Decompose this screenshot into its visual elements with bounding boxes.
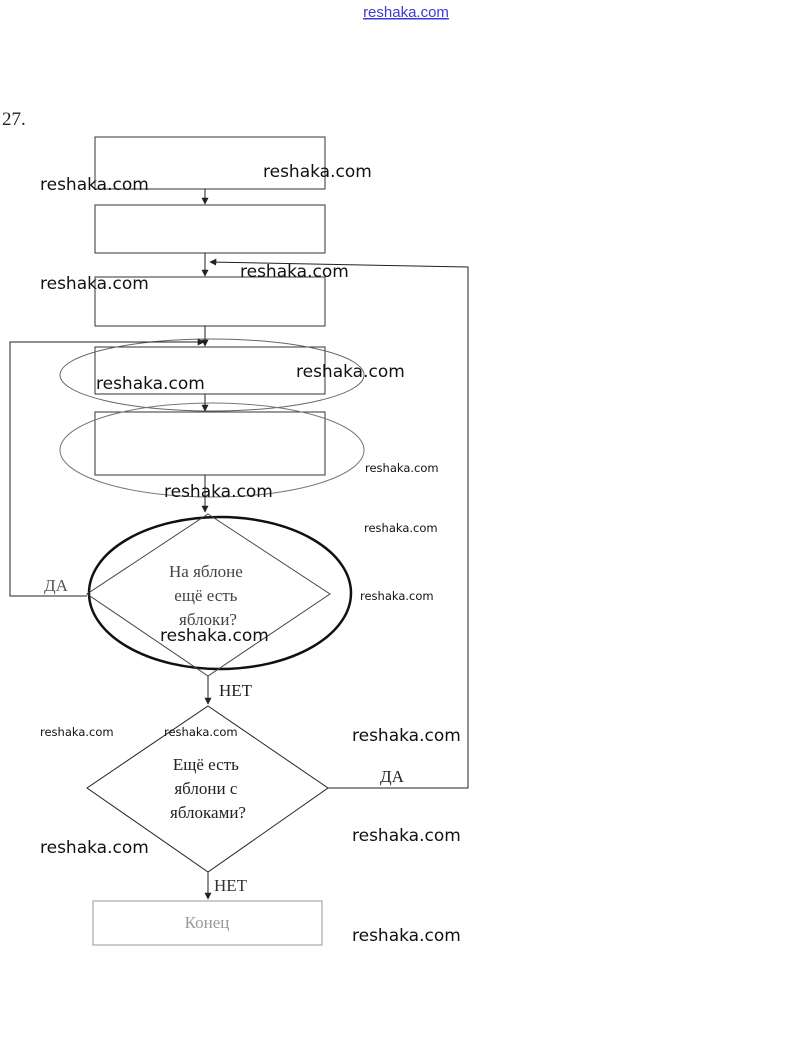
header-link[interactable]: reshaka.com bbox=[363, 4, 449, 21]
watermark: reshaka.com bbox=[365, 461, 439, 475]
process-box-1 bbox=[94, 136, 326, 190]
decision-1-yes-loop bbox=[9, 338, 205, 597]
watermark: reshaka.com bbox=[96, 374, 205, 394]
decision-1-no-label: НЕТ bbox=[219, 681, 253, 700]
watermark: reshaka.com bbox=[164, 725, 238, 739]
process-box-2 bbox=[94, 204, 326, 254]
process-box-4 bbox=[94, 346, 326, 395]
end-label: Конец bbox=[185, 913, 230, 932]
decision-2-no-label: НЕТ bbox=[214, 876, 248, 895]
highlight-ellipse-2 bbox=[59, 402, 365, 498]
highlight-ellipse-1 bbox=[59, 338, 365, 412]
end-box bbox=[92, 900, 323, 946]
watermark: reshaka.com bbox=[40, 175, 149, 195]
watermark: reshaka.com bbox=[352, 726, 461, 746]
watermark: reshaka.com bbox=[364, 521, 438, 535]
decision-2-yes-loop bbox=[209, 258, 469, 789]
watermark: reshaka.com bbox=[352, 826, 461, 846]
problem-number: 27. bbox=[2, 109, 26, 130]
watermark: reshaka.com bbox=[40, 274, 149, 294]
decision-2-text: Ещё есть яблони с яблоками? bbox=[170, 755, 246, 822]
watermark: reshaka.com bbox=[40, 725, 114, 739]
watermark: reshaka.com bbox=[352, 926, 461, 946]
decision-1-yes-label: ДА bbox=[44, 576, 69, 595]
watermark: reshaka.com bbox=[40, 838, 149, 858]
watermark: reshaka.com bbox=[164, 482, 273, 502]
watermark: reshaka.com bbox=[360, 589, 434, 603]
watermark: reshaka.com bbox=[240, 262, 349, 282]
watermark: reshaka.com bbox=[263, 162, 372, 182]
watermark: reshaka.com bbox=[160, 626, 269, 646]
process-box-5 bbox=[94, 411, 326, 476]
process-box-3 bbox=[94, 276, 326, 327]
decision-2-yes-label: ДА bbox=[380, 767, 405, 786]
decision-1-text: На яблоне ещё есть яблоки? bbox=[169, 562, 247, 629]
watermark: reshaka.com bbox=[296, 362, 405, 382]
